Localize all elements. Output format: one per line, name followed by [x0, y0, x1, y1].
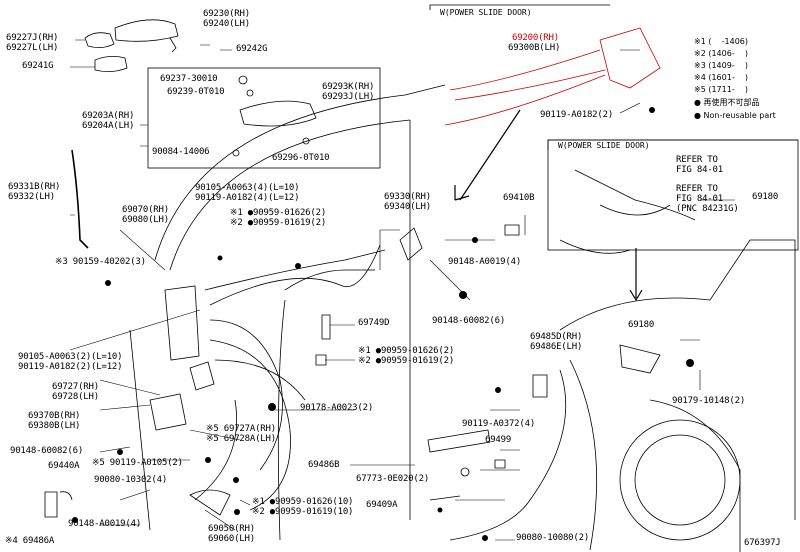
part-label: ※5 90119-A0105(2) [92, 458, 183, 468]
part-label: 69485D(RH) 69486E(LH) [530, 332, 583, 352]
lock-remote-part [149, 393, 187, 431]
part-label: ※1 ●90959-01626(2) ※2 ●90959-01619(2) [358, 346, 455, 366]
latch-striker-part [399, 227, 423, 261]
part-label: 69241G [22, 61, 54, 71]
lock-bracket-part [189, 361, 215, 391]
handle-frame-part [239, 100, 317, 127]
part-label: 69203A(RH) 69204A(LH) [82, 111, 135, 131]
lock-assembly-part [164, 285, 200, 361]
outside-handle-part [114, 19, 179, 42]
cover-part [44, 491, 58, 518]
part-label: 69370B(RH) 69380B(LH) [28, 411, 81, 431]
power-latch-part [599, 27, 661, 89]
legend-note-1: ※1 ( -1406) [694, 37, 748, 46]
legend-note-2: ※2 (1406- ) [694, 49, 748, 58]
hinge-part [532, 374, 548, 398]
part-label: 69410B [503, 193, 535, 203]
part-label: 90105-A0063(4)(L=10) 90119-A0182(4)(L=12… [195, 183, 300, 203]
handle-cover-part [94, 56, 128, 72]
handle-pad-part [169, 37, 177, 53]
part-label: ※3 90159-40202(3) [55, 257, 146, 267]
part-label: ※4 69486A [5, 536, 55, 546]
part-label: ※1 ●90959-01626(10) ※2 ●90959-01619(10) [252, 497, 354, 517]
part-label: 90119-A0182(2) [540, 110, 614, 120]
part-label: 69331B(RH) 69332(LH) [8, 182, 61, 202]
part-label: 90080-10080(2) [516, 533, 590, 543]
part-label: 69230(RH) 69240(LH) [203, 9, 250, 29]
part-label: 69293K(RH) 69293J(LH) [322, 82, 375, 102]
part-label: 69180 [752, 192, 779, 202]
part-label: 90119-A0372(4) [462, 419, 536, 429]
control-rod-part [71, 149, 89, 249]
power-slide-door-header-mid: W(POWER SLIDE DOOR) [558, 141, 650, 150]
ref-label-1: REFER TO FIG 84-01 [676, 155, 723, 175]
power-slide-door-header-top: W(POWER SLIDE DOOR) [440, 8, 532, 17]
part-label: 69727(RH) 69728(LH) [52, 382, 99, 402]
handle-frame-box [147, 67, 381, 169]
part-label: 69440A [48, 461, 80, 471]
part-label: 69227J(RH) 69227L(LH) [6, 33, 59, 53]
part-label: 90105-A0063(2)(L=10) 90119-A0182(2)(L=12… [18, 352, 123, 372]
part-label: 90080-10302(4) [94, 475, 168, 485]
handle-cap-part [84, 32, 115, 48]
garnish-part [427, 429, 491, 453]
part-label: ※1 ●90959-01626(2) ※2 ●90959-01619(2) [230, 208, 327, 228]
ref-label-2: REFER TO FIG 84-01 (PNC 84231G) [676, 184, 739, 214]
legend-note-3: ※3 (1409- ) [694, 61, 748, 70]
legend-note-4: ※4 (1601- ) [694, 73, 748, 82]
part-label: 90178-A0023(2) [300, 403, 374, 413]
power-door-rail-part [619, 344, 661, 374]
part-label: 90148-60082(6) [432, 316, 506, 326]
part-label: 67773-0E020(2) [356, 474, 430, 484]
part-label: 69486B [308, 460, 340, 470]
part-label: 69242G [236, 44, 268, 54]
legend-nonreuse: ● Non-reusable part [694, 111, 776, 120]
part-label: 69300B(LH) [508, 43, 561, 53]
latch-part [189, 489, 231, 516]
part-label: 69749D [358, 318, 390, 328]
part-label: 69409A [366, 500, 398, 510]
legend-reuse: ● 再使用不可部品 [694, 98, 760, 107]
part-label: 90148-60082(6) [10, 446, 84, 456]
part-label: 69180 [628, 320, 655, 330]
part-label: 90084-14006 [152, 147, 210, 157]
part-label: 69330(RH) 69340(LH) [384, 192, 431, 212]
part-label-highlight: 69200(RH) [512, 33, 559, 43]
part-label: 90148-A0019(4) [448, 257, 522, 267]
part-label: 69050(RH) 69060(LH) [208, 524, 255, 544]
part-label: 90179-10148(2) [672, 396, 746, 406]
part-label: 69070(RH) 69080(LH) [122, 205, 169, 225]
bracket-part [504, 224, 520, 236]
part-label: 69499 [485, 435, 512, 445]
part-label: ※5 69727A(RH) ※5 69728A(LH) [206, 424, 276, 444]
part-label: 90148-A0019(4) [68, 519, 142, 529]
part-label: 69239-0T010 [167, 87, 225, 97]
legend-note-5: ※5 (1711- ) [694, 85, 748, 94]
part-label: 69296-0T010 [272, 153, 330, 163]
part-label: 69237-30010 [160, 74, 218, 84]
figure-number: 676397J [744, 538, 781, 548]
